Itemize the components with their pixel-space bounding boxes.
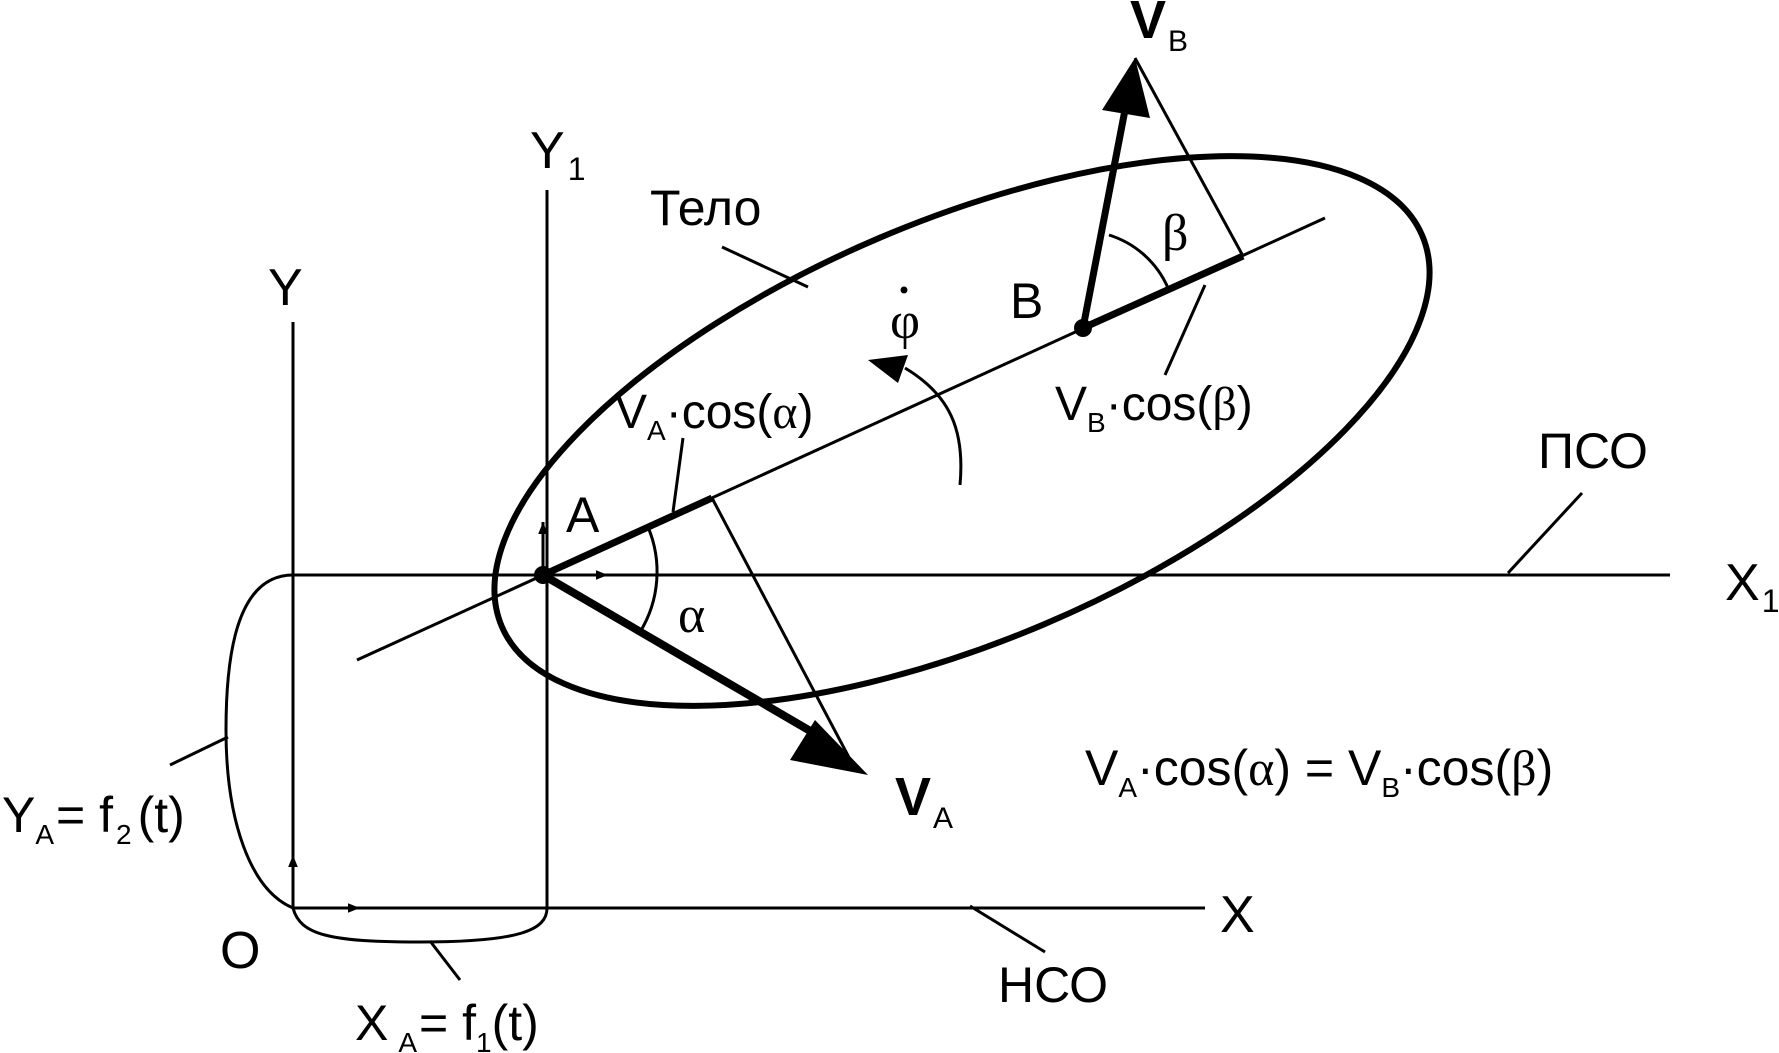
point-a xyxy=(534,566,552,584)
label-body: Тело xyxy=(650,180,761,236)
label-origin: O xyxy=(220,922,260,980)
label-nso: НСО xyxy=(998,957,1108,1013)
leader-pso xyxy=(1506,491,1584,575)
vb-dropline xyxy=(1133,57,1245,257)
alpha-arc xyxy=(638,526,659,633)
brace-xa xyxy=(291,907,549,944)
label-y1: Y1 xyxy=(530,122,585,187)
leader-va-cos xyxy=(671,437,685,513)
vb-arrowhead xyxy=(1102,58,1150,118)
label-x: X xyxy=(1220,886,1255,944)
point-b xyxy=(1074,319,1092,337)
rotation-arrowhead xyxy=(868,355,908,383)
va-dropline xyxy=(710,497,855,766)
label-va-cos: VA·cos(α) xyxy=(615,386,814,446)
va-projection-segment xyxy=(541,494,714,579)
vb-vector xyxy=(1079,109,1129,329)
va-vector xyxy=(540,571,815,736)
label-y: Y xyxy=(268,259,303,317)
label-vb: VB xyxy=(1130,0,1188,58)
label-x1: X1 xyxy=(1725,554,1779,619)
label-phi-dot: φ xyxy=(890,293,920,350)
label-pso: ПСО xyxy=(1538,423,1648,479)
leader-ya xyxy=(169,735,229,767)
leader-nso xyxy=(969,904,1046,954)
phi-dot-mark xyxy=(900,286,908,294)
brace-ya xyxy=(224,573,294,910)
label-point-a: A xyxy=(566,487,600,543)
rotation-arc xyxy=(904,366,963,486)
va-arrowhead xyxy=(790,720,868,775)
beta-arc xyxy=(1108,233,1170,289)
label-vb-cos: VB·cos(β) xyxy=(1055,378,1253,438)
label-va: VA xyxy=(895,767,953,835)
label-alpha: α xyxy=(678,587,705,644)
body-ellipse xyxy=(491,153,1433,709)
label-beta: β xyxy=(1162,205,1188,262)
leader-xa xyxy=(428,940,462,981)
leader-body xyxy=(721,245,809,289)
vb-projection-segment xyxy=(1081,252,1245,332)
leader-vb-cos xyxy=(1163,284,1207,376)
label-point-b: B xyxy=(1010,273,1043,329)
equation: VA·cos(α) = VB·cos(β) xyxy=(1085,740,1553,803)
